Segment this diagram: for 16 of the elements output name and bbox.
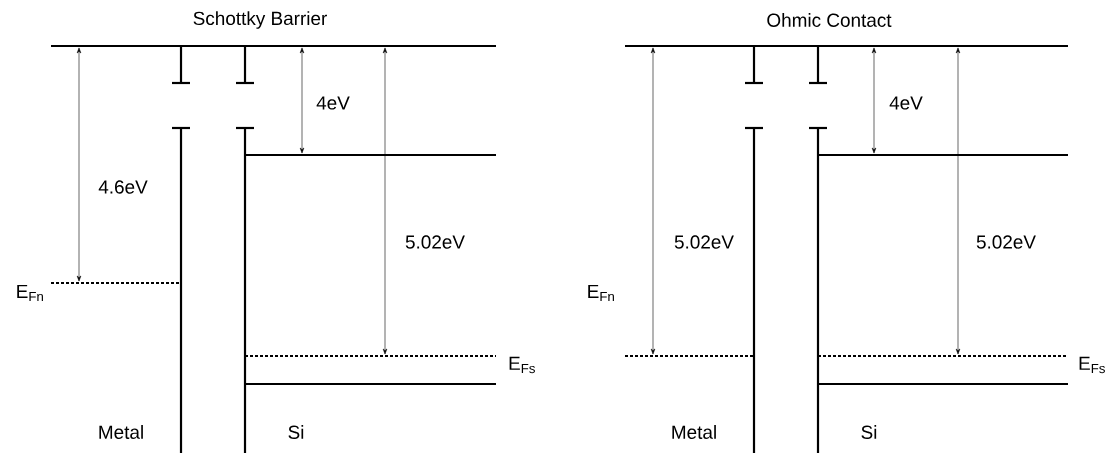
energy-label: 5.02eV bbox=[405, 235, 465, 249]
energy-label: 5.02eV bbox=[976, 235, 1036, 249]
panel-title: Schottky Barrier bbox=[193, 11, 327, 29]
energy-label: 4eV bbox=[889, 96, 923, 110]
level-label: E$_{Fn}$ bbox=[588, 284, 614, 302]
region-label: Metal bbox=[99, 425, 143, 439]
level-label: E$_{Fs}$ bbox=[509, 356, 535, 374]
region-label: Si bbox=[861, 425, 877, 439]
level-label: E$_{Fs}$ bbox=[1079, 356, 1105, 374]
region-label: Si bbox=[288, 425, 304, 439]
panel-title: Ohmic Contact bbox=[767, 13, 892, 27]
level-label: E$_{Fn}$ bbox=[17, 284, 43, 302]
energy-label: 5.02eV bbox=[674, 235, 734, 249]
region-label: Metal bbox=[672, 425, 716, 439]
energy-label: 4.6eV bbox=[98, 180, 148, 194]
energy-label: 4eV bbox=[316, 96, 350, 110]
